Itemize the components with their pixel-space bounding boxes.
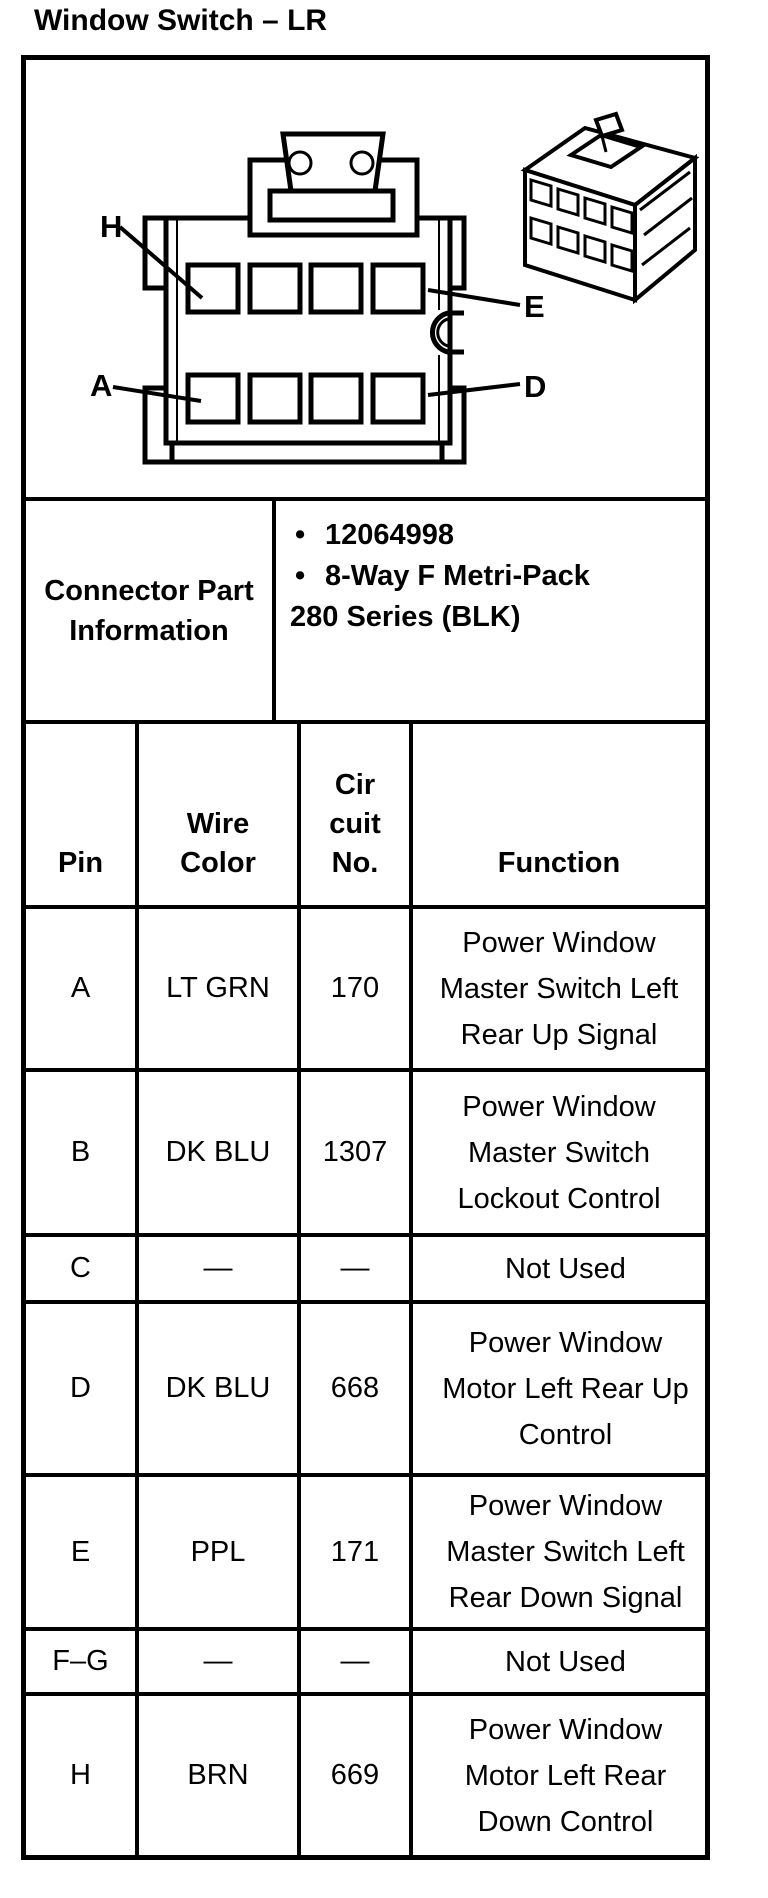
wire-color-cell: BRN	[135, 1696, 297, 1855]
col-header-wire-color: Wire Color	[135, 724, 297, 905]
connector-diagram: H A E D	[26, 60, 705, 497]
wire-color-cell: —	[135, 1631, 297, 1692]
col-header-circuit-no: Cir cuit No.	[297, 724, 409, 905]
table-row-pin-c: C — — Not Used	[26, 1233, 705, 1300]
wire-color-cell: DK BLU	[135, 1304, 297, 1473]
wire-color-cell: —	[135, 1237, 297, 1300]
circuit-cell: —	[297, 1631, 409, 1692]
function-cell: Power Window Master Switch Left Rear Up …	[409, 909, 705, 1068]
connector-3d-icon	[520, 111, 700, 305]
pin-label-a: A	[90, 368, 112, 403]
table-row-pin-b: B DK BLU 1307 Power Window Master Switch…	[26, 1068, 705, 1233]
col-header-function: Function	[409, 724, 705, 905]
connector-type: 8-Way F Metri-Pack	[325, 560, 590, 592]
function-cell: Power Window Master Switch Lockout Contr…	[409, 1072, 705, 1233]
pin-label-h: H	[100, 209, 122, 244]
table-row-pin-h: H BRN 669 Power Window Motor Left Rear D…	[26, 1692, 705, 1855]
pin-cell: E	[70, 1535, 91, 1568]
list-item: • 12064998	[290, 515, 695, 556]
function-cell: Power Window Motor Left Rear Down Contro…	[409, 1696, 705, 1855]
pin-cell: H	[70, 1759, 91, 1791]
circuit-cell: 669	[297, 1696, 409, 1855]
table-row-pin-a: A LT GRN 170 Power Window Master Switch …	[26, 905, 705, 1068]
circuit-cell: 668	[297, 1304, 409, 1473]
pin-cell: D	[70, 1372, 91, 1404]
function-cell: Power Window Motor Left Rear Up Control	[409, 1304, 705, 1473]
page-title: Window Switch – LR	[34, 4, 328, 37]
part-info-heading: Connector Part Information	[44, 574, 254, 647]
part-number: 12064998	[325, 519, 455, 551]
connector-part-info-section: Connector Part Information • 12064998 • …	[26, 497, 705, 720]
circuit-cell: 171	[297, 1477, 409, 1627]
wire-color-cell: PPL	[135, 1477, 297, 1627]
wire-color-cell: DK BLU	[135, 1072, 297, 1233]
pin-cell: B	[70, 1136, 91, 1168]
circuit-cell: 1307	[297, 1072, 409, 1233]
table-row-pin-e: E PPL 171 Power Window Master Switch Lef…	[26, 1473, 705, 1627]
pin-cell: A	[70, 972, 91, 1004]
pin-cell: F–G	[52, 1645, 109, 1677]
function-cell: Power Window Master Switch Left Rear Dow…	[409, 1477, 705, 1627]
pin-cavities	[185, 262, 426, 425]
bullet-icon: •	[295, 560, 306, 592]
table-row-pin-fg: F–G — — Not Used	[26, 1627, 705, 1692]
function-cell: Not Used	[409, 1237, 705, 1300]
connector-info-table: H A E D	[21, 55, 710, 1860]
connector-face-drawing: H A E D	[90, 111, 700, 465]
table-row-pin-d: D DK BLU 668 Power Window Motor Left Rea…	[26, 1300, 705, 1473]
bullet-icon: •	[295, 519, 306, 551]
connector-series: 280 Series (BLK)	[290, 601, 521, 633]
pin-label-d: D	[524, 369, 546, 404]
pin-cell: C	[70, 1252, 91, 1284]
circuit-cell: 170	[297, 909, 409, 1068]
circuit-cell: —	[297, 1237, 409, 1300]
list-item: • 8-Way F Metri-Pack	[290, 556, 695, 597]
wire-color-cell: LT GRN	[135, 909, 297, 1068]
pin-label-e: E	[524, 289, 545, 324]
col-header-pin: Pin	[57, 847, 104, 879]
part-info-details: • 12064998 • 8-Way F Metri-Pack 280 Seri…	[272, 501, 705, 720]
function-cell: Not Used	[409, 1631, 705, 1692]
table-header-row: Pin Wire Color Cir cuit No. Function	[26, 720, 705, 905]
